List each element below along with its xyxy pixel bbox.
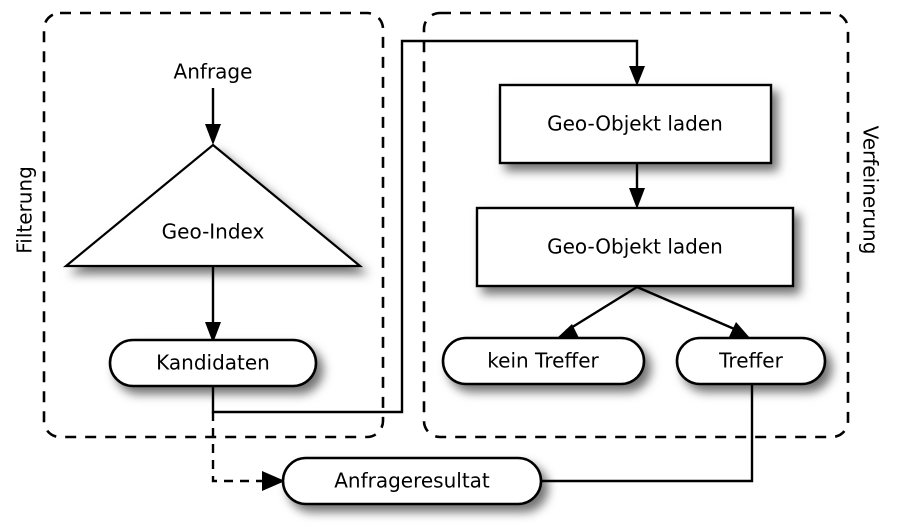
node-geo-index — [62, 143, 364, 268]
arrowhead-to-geo-objekt-2 — [629, 188, 645, 209]
arrowhead-to-kein-treffer — [556, 324, 579, 339]
node-geo-index-label: Geo-Index — [162, 220, 265, 244]
node-geo-objekt-laden-1 — [498, 83, 773, 165]
edge-kandidaten-to-geo-objekt-1 — [211, 39, 639, 414]
node-anfrageresultat-label: Anfrageresultat — [334, 469, 490, 493]
arrowhead-to-kandidaten — [205, 322, 221, 343]
arrowhead-to-anfrageresultat — [262, 471, 285, 491]
node-kandidaten — [108, 338, 318, 388]
arrowhead-to-geo-objekt-1 — [629, 66, 645, 86]
group-box-verfeinerung — [422, 11, 850, 439]
arrowhead-to-geo-index — [205, 124, 221, 145]
node-kein-treffer-label: kein Treffer — [487, 349, 599, 373]
node-geo-objekt-laden-2 — [475, 206, 795, 288]
node-anfrage-label: Anfrage — [174, 60, 253, 84]
node-kein-treffer — [441, 336, 646, 386]
node-geo-objekt-laden-2-label: Geo-Objekt laden — [547, 235, 723, 259]
edge-geo-objekt-2-to-kein-treffer — [565, 285, 638, 333]
node-treffer — [675, 336, 827, 386]
node-treffer-label: Treffer — [718, 349, 783, 373]
group-label-filterung: Filterung — [13, 166, 37, 254]
arrowhead-to-treffer — [729, 322, 750, 338]
edge-treffer-to-anfrageresultat — [540, 383, 754, 483]
edge-kandidaten-to-anfrageresultat — [211, 412, 268, 483]
node-kandidaten-label: Kandidaten — [156, 351, 270, 375]
group-label-verfeinerung: Verfeinerung — [859, 126, 883, 255]
edge-geo-objekt-2-to-treffer — [636, 285, 740, 333]
node-anfrageresultat — [281, 456, 543, 506]
node-geo-objekt-laden-1-label: Geo-Objekt laden — [547, 112, 723, 136]
